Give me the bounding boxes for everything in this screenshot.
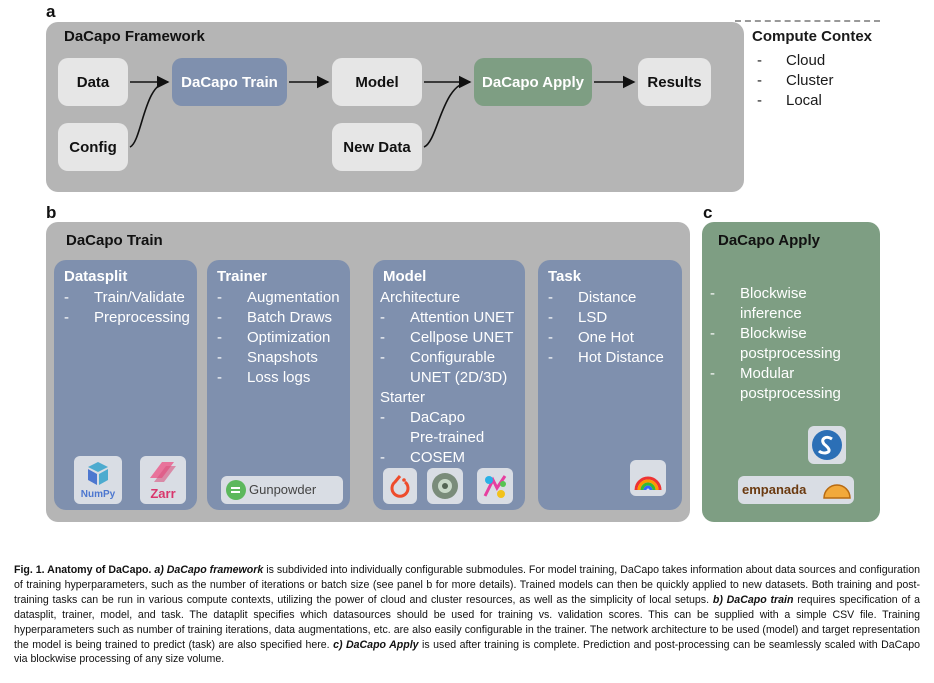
cellpose-cell-icon — [432, 473, 458, 499]
list-item: UNET (2D/3D) — [410, 369, 508, 386]
datasplit-title: Datasplit — [64, 268, 128, 285]
starter-label: Starter — [380, 389, 426, 406]
node-model: Model — [332, 58, 422, 106]
compute-dashed-line — [735, 20, 880, 22]
trainer-card: Trainer -Augmentation -Batch Draws -Opti… — [207, 260, 350, 510]
list-item: -Blockwise — [710, 285, 807, 302]
node-data: Data — [58, 58, 128, 106]
list-item: -DaCapo — [380, 409, 466, 426]
figure-caption: Fig. 1. Anatomy of DaCapo. a) DaCapo fra… — [14, 563, 920, 667]
zarr-grid-icon — [150, 462, 176, 482]
list-item: inference — [740, 305, 802, 322]
list-item: -Cellpose UNET — [380, 329, 514, 346]
compute-item-local: Local — [786, 92, 822, 109]
train-title: DaCapo Train — [66, 232, 163, 249]
empanada-logo: empanada — [738, 476, 854, 504]
node-results: Results — [638, 58, 711, 106]
apply-title: DaCapo Apply — [718, 232, 820, 249]
node-config: Config — [58, 123, 128, 171]
gunpowder-logo: Gunpowder — [221, 476, 343, 504]
list-item: -COSEM — [380, 449, 466, 466]
trainer-title: Trainer — [217, 268, 268, 285]
panel-label-c: c — [703, 203, 713, 222]
node-new-data: New Data — [332, 123, 422, 171]
caption-b-text: requires specification of a datasplit, t… — [14, 593, 920, 651]
list-item: -Batch Draws — [217, 309, 333, 326]
train-panel: DaCapo Train Datasplit -Train/Validate -… — [46, 222, 690, 522]
panel-label-b: b — [46, 203, 57, 222]
task-card: Task -Distance -LSD -One Hot -Hot Distan… — [538, 260, 682, 510]
list-item: -Distance — [548, 289, 637, 306]
list-item: postprocessing — [740, 345, 841, 362]
list-item: -Loss logs — [217, 369, 311, 386]
scikit-image-logo — [808, 426, 846, 464]
compute-item-dash: - — [757, 52, 762, 69]
numpy-cube-icon — [88, 462, 108, 485]
cosem-logo — [477, 468, 513, 504]
compute-item-dash: - — [757, 92, 762, 109]
scikit-s-icon — [812, 430, 842, 460]
arrow-newdata-apply — [423, 81, 471, 148]
list-item: -Modular — [710, 365, 795, 382]
framework-arrows — [129, 75, 636, 148]
caption-a-label: a) DaCapo framework — [154, 564, 264, 576]
list-item: -LSD — [548, 309, 608, 326]
compute-title: Compute Contex — [752, 28, 872, 45]
compute-item-cluster: Cluster — [786, 72, 834, 89]
list-item: -Optimization — [217, 329, 331, 346]
rainbow-icon — [634, 476, 662, 491]
caption-fig-label: Fig. 1. Anatomy of DaCapo. — [14, 564, 152, 576]
caption-a-text: is subdivided into individually configur… — [14, 564, 920, 606]
list-item: -Hot Distance — [548, 349, 664, 366]
caption-b-label: b) DaCapo train — [712, 593, 794, 606]
zarr-logo: Zarr — [140, 456, 186, 504]
list-item: -Snapshots — [217, 349, 318, 366]
list-item: -Attention UNET — [380, 309, 515, 326]
list-item: Pre-trained — [410, 429, 485, 446]
gunpowder-icon — [226, 480, 246, 500]
compute-item-dash: - — [757, 72, 762, 89]
framework-title: DaCapo Framework — [64, 28, 205, 45]
cosem-cells-icon — [483, 475, 507, 498]
pytorch-logo — [383, 468, 417, 504]
empanada-pastry-icon — [823, 484, 851, 499]
pytorch-flame-icon — [390, 475, 410, 498]
list-item: -One Hot — [548, 329, 634, 346]
list-item: postprocessing — [740, 385, 841, 402]
list-item: -Train/Validate — [64, 289, 185, 306]
model-title: Model — [383, 268, 427, 285]
datasplit-card: Datasplit -Train/Validate -Preprocessing… — [54, 260, 197, 510]
node-dacapo-train: DaCapo Train — [172, 58, 287, 106]
list-item: -Augmentation — [217, 289, 340, 306]
framework-panel: DaCapo Framework Data Config DaCapo Trai… — [46, 22, 744, 192]
model-card: Model Architecture -Attention UNET -Cell… — [373, 260, 525, 510]
cellpose-logo — [427, 468, 463, 504]
list-item: -Configurable — [380, 349, 496, 366]
numpy-logo: NumPy — [74, 456, 122, 504]
rainbow-logo — [630, 460, 666, 496]
list-item: -Blockwise — [710, 325, 807, 342]
panel-label-a: a — [46, 2, 56, 21]
architecture-label: Architecture — [380, 289, 461, 306]
apply-panel: DaCapo Apply -Blockwise inference -Block… — [702, 222, 880, 522]
caption-c-text: is used after training is complete. Pred… — [14, 638, 920, 666]
list-item: -Preprocessing — [64, 309, 190, 326]
compute-item-cloud: Cloud — [786, 52, 826, 69]
caption-c-label: c) DaCapo Apply — [333, 638, 419, 651]
task-title: Task — [548, 268, 582, 285]
arrow-config-train — [129, 81, 169, 148]
node-dacapo-apply: DaCapo Apply — [474, 58, 592, 106]
